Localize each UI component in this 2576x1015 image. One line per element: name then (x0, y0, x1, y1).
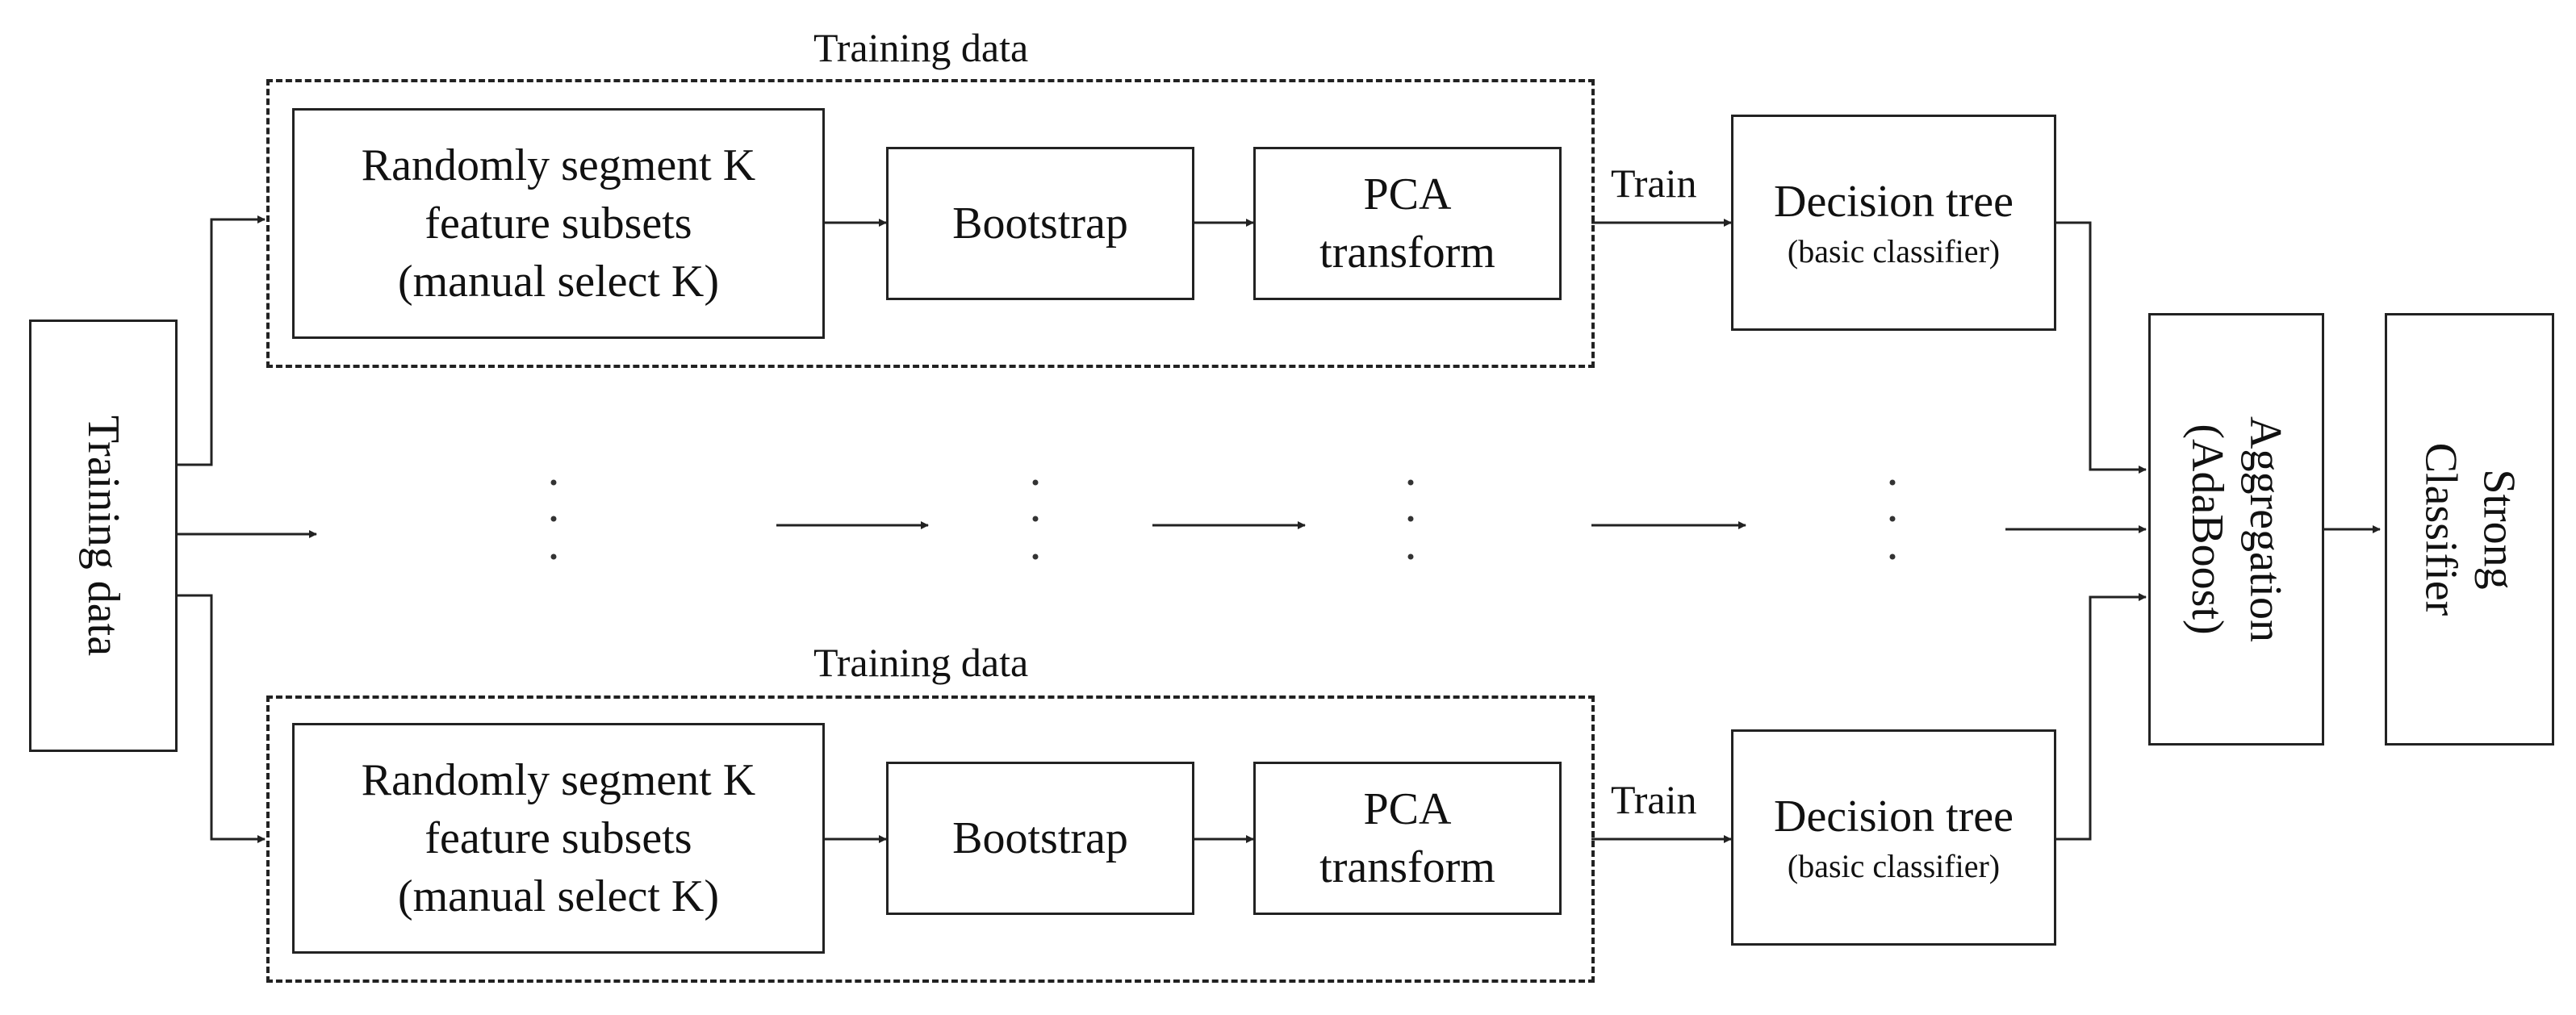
input-training-data-box: Training data (29, 320, 178, 752)
bottom-segment-line1: Randomly segment K (361, 755, 756, 805)
bottom-segment-box: Randomly segment K feature subsets (manu… (292, 723, 825, 954)
input-label: Training data (78, 415, 129, 657)
top-segment-line3: (manual select K) (397, 257, 720, 307)
bottom-tree-box: Decision tree (basic classifier) (1731, 729, 2056, 946)
output-line1: Strong (2474, 469, 2524, 590)
top-train-label: Train (1611, 161, 1697, 206)
bottom-pca-line1: PCA (1363, 784, 1452, 834)
top-tree-sub: (basic classifier) (1787, 233, 2001, 269)
top-bootstrap-label: Bootstrap (952, 198, 1128, 249)
bottom-branch-group (266, 695, 1595, 983)
arrow-tree-to-aggregation-top (2056, 221, 2147, 474)
bottom-train-label: Train (1611, 777, 1697, 822)
aggregation-box: Aggregation (AdaBoost) (2148, 313, 2324, 746)
arrow-input-to-top (178, 215, 266, 466)
top-branch-group (266, 79, 1595, 368)
output-line2: Classifier (2415, 442, 2465, 616)
top-tree-title: Decision tree (1774, 177, 2014, 227)
bottom-tree-title: Decision tree (1774, 792, 2014, 842)
top-tree-box: Decision tree (basic classifier) (1731, 115, 2056, 331)
top-segment-line2: feature subsets (424, 198, 692, 249)
arrow-input-to-bottom (178, 594, 266, 843)
bottom-segment-line3: (manual select K) (397, 871, 720, 921)
bottom-pca-box: PCA transform (1253, 762, 1562, 915)
arrow-tree-to-aggregation-bottom (2056, 593, 2147, 841)
bottom-pca-line2: transform (1319, 842, 1495, 892)
aggregation-line1: Aggregation (2240, 416, 2291, 642)
ellipsis-dots (550, 479, 1896, 560)
bottom-bootstrap-box: Bootstrap (886, 762, 1194, 915)
bottom-group-label: Training data (813, 640, 1029, 685)
top-pca-line2: transform (1319, 228, 1495, 278)
top-segment-box: Randomly segment K feature subsets (manu… (292, 108, 825, 339)
bottom-tree-sub: (basic classifier) (1787, 848, 2001, 884)
strong-classifier-box: Strong Classifier (2385, 313, 2554, 746)
top-pca-line1: PCA (1363, 169, 1452, 219)
top-group-label: Training data (813, 25, 1029, 70)
top-segment-line1: Randomly segment K (361, 140, 756, 190)
bottom-segment-line2: feature subsets (424, 813, 692, 863)
top-bootstrap-box: Bootstrap (886, 147, 1194, 300)
bottom-bootstrap-label: Bootstrap (952, 813, 1128, 863)
aggregation-line2: (AdaBoost) (2182, 424, 2233, 635)
top-pca-box: PCA transform (1253, 147, 1562, 300)
